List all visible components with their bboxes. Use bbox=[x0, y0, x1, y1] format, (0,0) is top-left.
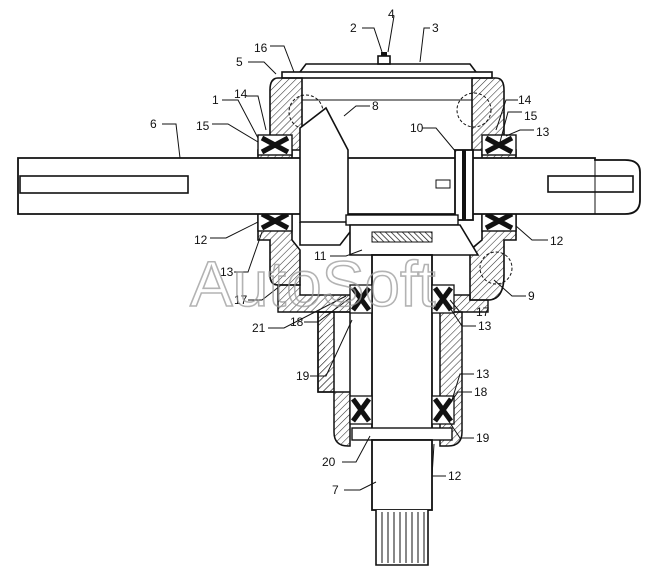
bearing-vertical-lower-left bbox=[349, 395, 373, 425]
lower-housing bbox=[317, 311, 463, 447]
callout-13-left: 13 bbox=[220, 265, 234, 279]
callout-9: 9 bbox=[528, 289, 535, 303]
callout-15-left: 15 bbox=[196, 119, 210, 133]
callout-6: 6 bbox=[150, 117, 157, 131]
bearing-left-lower bbox=[257, 210, 293, 232]
callout-21: 21 bbox=[252, 321, 266, 335]
bearing-vertical-upper-left bbox=[349, 284, 373, 314]
leader-lines bbox=[162, 15, 548, 491]
callout-14-left: 14 bbox=[234, 87, 248, 101]
bearing-vertical-upper-right bbox=[431, 284, 455, 314]
callout-12-right: 12 bbox=[550, 234, 564, 248]
callout-17-right: 17 bbox=[476, 305, 490, 319]
bearing-left-upper bbox=[257, 134, 293, 156]
callout-16: 16 bbox=[254, 41, 268, 55]
callout-4: 4 bbox=[388, 7, 395, 21]
callout-1: 1 bbox=[212, 93, 219, 107]
output-shaft bbox=[351, 254, 453, 566]
callout-10: 10 bbox=[410, 121, 424, 135]
callout-15-right: 15 bbox=[524, 109, 538, 123]
callout-8: 8 bbox=[372, 99, 379, 113]
callout-11: 11 bbox=[314, 249, 327, 263]
bearing-right-lower bbox=[481, 210, 517, 232]
collar-10 bbox=[435, 149, 474, 221]
bevel-gear-8 bbox=[299, 106, 351, 246]
callout-13-right-lower: 13 bbox=[476, 367, 490, 381]
callout-14-right: 14 bbox=[518, 93, 532, 107]
callout-3: 3 bbox=[432, 21, 439, 35]
callout-12-left: 12 bbox=[194, 233, 208, 247]
callout-7: 7 bbox=[332, 483, 339, 497]
spline bbox=[381, 512, 425, 563]
callout-18-lower: 18 bbox=[474, 385, 488, 399]
callout-labels: 2 4 3 16 5 1 14 6 15 8 10 14 15 13 12 12… bbox=[150, 7, 564, 497]
callout-19-right: 19 bbox=[476, 431, 490, 445]
callout-5: 5 bbox=[236, 55, 243, 69]
callout-20: 20 bbox=[322, 455, 336, 469]
callout-13-right-mid: 13 bbox=[478, 319, 492, 333]
bearing-right-upper bbox=[481, 134, 517, 156]
watermark: AutoSoft bbox=[190, 248, 436, 320]
callout-12-lower: 12 bbox=[448, 469, 462, 483]
callout-19-left: 19 bbox=[296, 369, 310, 383]
callout-2: 2 bbox=[350, 21, 357, 35]
callout-17-left: 17 bbox=[234, 293, 248, 307]
callout-18-upper: 18 bbox=[290, 315, 304, 329]
bearing-vertical-lower-right bbox=[431, 395, 455, 425]
top-cover bbox=[281, 52, 493, 79]
callout-13-right-upper: 13 bbox=[536, 125, 550, 139]
pinion-11 bbox=[345, 214, 480, 292]
